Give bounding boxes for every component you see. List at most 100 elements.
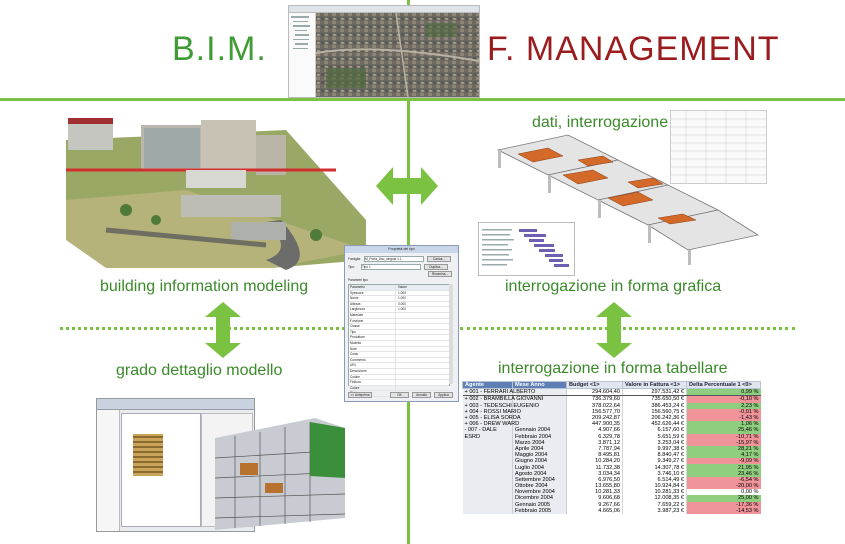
param-name: Nome (349, 296, 396, 301)
invoice-cell: 10.281,33 € (622, 489, 687, 496)
type-param-row[interactable]: URL (349, 363, 449, 369)
type-properties-dialog[interactable]: Proprietà del tipo Famiglia: M_Porta_Uso… (344, 245, 459, 402)
param-name: Costo (349, 352, 396, 357)
invoice-cell: 206.242,36 € (622, 414, 687, 422)
bim-label: building information modeling (100, 278, 309, 295)
delta-cell: -0,01 % (686, 408, 761, 415)
month-cell: Agosto 2004 (512, 470, 567, 477)
param-name: Altezza (349, 301, 396, 307)
type-param-row[interactable]: Produttore (349, 335, 449, 341)
param-value (396, 358, 398, 363)
invoice-cell: 3.253,04 € (622, 439, 687, 446)
type-param-row[interactable]: Commento (349, 357, 449, 364)
param-name: Commento (349, 357, 396, 363)
load-button[interactable]: Carica... (426, 256, 451, 262)
type-param-row[interactable]: Colore (349, 385, 449, 392)
param-value (396, 380, 398, 385)
type-params-label: Parametri tipo (348, 278, 368, 282)
param-name: Materiale (349, 312, 396, 318)
ok-button[interactable]: OK (390, 392, 409, 398)
delta-cell: -15,97 % (686, 439, 761, 446)
family-select[interactable]: M_Porta_Uso_singola 1.1 (363, 256, 424, 262)
duplicate-button[interactable]: Duplica... (424, 264, 448, 270)
delta-cell: 25,46 % (686, 427, 761, 434)
delta-column-header[interactable]: Delta Percentuale 1 <0> (686, 380, 761, 390)
param-name: Spessore (349, 290, 396, 296)
preview-button[interactable]: << Anteprima (348, 392, 372, 398)
middle-dotted-divider-left (60, 327, 345, 330)
invoice-cell: 7.659,22 € (622, 501, 687, 508)
invoice-column-header[interactable]: Valore in Fattura <1> (622, 380, 687, 390)
month-column-header[interactable]: Mese Anno (512, 380, 567, 390)
cancel-button[interactable]: Annulla (412, 392, 431, 398)
apply-button[interactable]: Applica (434, 392, 453, 398)
budget-cell: 6.329,78 (566, 433, 623, 440)
type-param-row[interactable]: Materiale (349, 312, 449, 319)
param-value (396, 369, 398, 374)
type-param-row[interactable]: Costo (349, 352, 449, 358)
month-cell: Giugno 2004 (512, 458, 567, 465)
type-param-row[interactable]: Classe (349, 324, 449, 330)
param-name: Funzione (349, 318, 396, 324)
invoice-cell: 386.453,24 € (622, 402, 687, 409)
month-cell (512, 388, 567, 397)
budget-cell: 10.284,20 (566, 458, 623, 465)
invoice-cell: 156.560,75 € (622, 408, 687, 415)
agent-column-header[interactable]: Agente (462, 380, 513, 390)
month-cell: Marzo 2004 (512, 439, 567, 446)
delta-cell: 28,21 % (686, 445, 761, 453)
param-name: Classe (349, 324, 396, 329)
rename-button[interactable]: Rinomina... (428, 271, 452, 277)
invoice-cell: 452.626,44 € (622, 421, 687, 428)
type-param-row[interactable]: Modello (349, 340, 449, 347)
type-param-row[interactable]: Finitura (349, 380, 449, 386)
budget-cell: 9.606,68 (566, 495, 623, 502)
param-value: 0.000 (398, 301, 406, 306)
agent-cell: + 006 - DREW WARD (462, 421, 520, 428)
agent-cell (462, 458, 513, 465)
agent-cell: + 005 - ELISA SORDA (462, 414, 521, 422)
type-param-row[interactable]: Funzione (349, 318, 449, 325)
delta-cell: 21,95 % (686, 464, 761, 471)
budget-column-header[interactable]: Budget <1> (566, 380, 623, 390)
double-arrow-horizontal-icon (376, 167, 438, 205)
type-param-row[interactable]: Codice (349, 374, 449, 381)
param-value (396, 335, 398, 340)
scrollbar[interactable] (449, 284, 453, 384)
type-param-row[interactable]: Tipo (349, 329, 449, 336)
budget-cell: 294.604,40 (566, 388, 623, 397)
type-param-row[interactable]: Note (349, 346, 449, 353)
budget-cell: 8.495,81 (566, 452, 623, 459)
type-param-row[interactable]: Descrizione (349, 368, 449, 375)
top-divider-horizontal (0, 98, 845, 101)
value-col-header: Valore (398, 285, 407, 289)
month-cell: Ottobre 2004 (512, 483, 567, 490)
month-cell (512, 395, 567, 403)
type-select[interactable]: Tipo 1 (361, 264, 421, 270)
